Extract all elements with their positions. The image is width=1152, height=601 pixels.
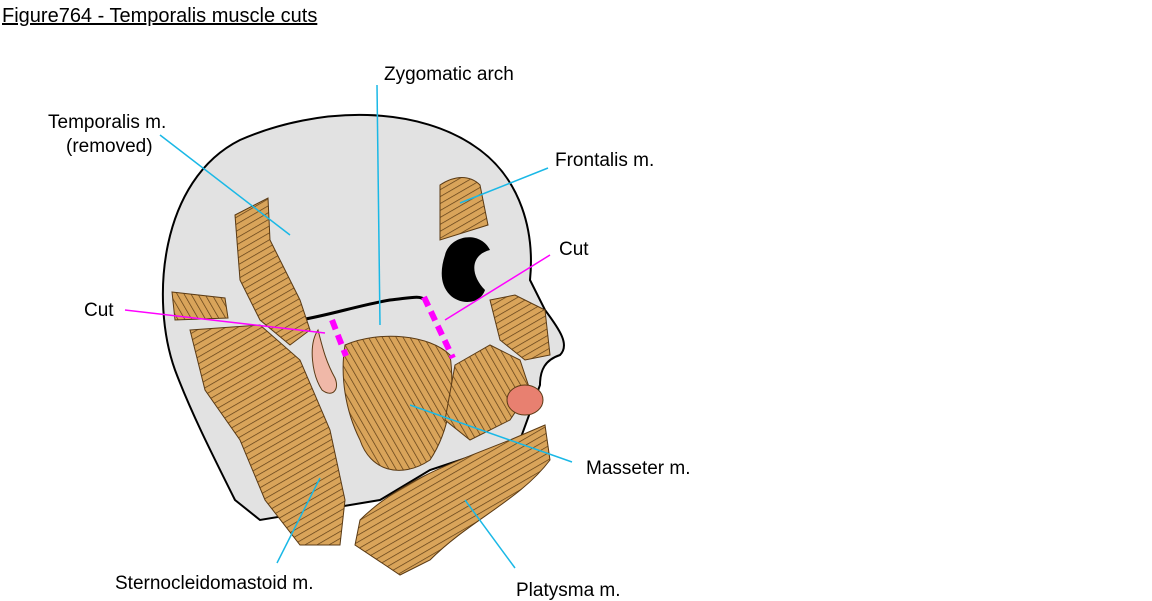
label-sternocleidomastoid: Sternocleidomastoid m. — [115, 573, 314, 594]
leader-platysma — [464, 499, 516, 569]
label-zygomatic-arch: Zygomatic arch — [384, 64, 514, 85]
leader-temporalis — [159, 134, 291, 236]
temporalis-remnant — [234, 197, 311, 346]
label-temporalis-removed: (removed) — [66, 136, 153, 157]
label-cut-left: Cut — [84, 300, 114, 321]
lips — [506, 384, 544, 416]
leader-frontalis — [459, 167, 549, 204]
figure-title: Figure764 - Temporalis muscle cuts — [2, 5, 318, 27]
occipital-muscle — [171, 291, 229, 321]
label-cut-right: Cut — [559, 239, 589, 260]
label-temporalis: Temporalis m. — [48, 112, 166, 133]
leader-sternocleidomastoid — [276, 477, 321, 564]
ear — [311, 328, 337, 394]
label-platysma: Platysma m. — [516, 580, 621, 601]
sternocleidomastoid-muscle — [189, 324, 346, 546]
cut-line-left — [329, 318, 349, 358]
leader-cut-left — [124, 309, 326, 334]
masseter-muscle — [342, 335, 453, 471]
orbit — [441, 237, 490, 302]
cut-line-right — [421, 295, 456, 360]
leader-cut-right — [444, 254, 551, 321]
label-masseter: Masseter m. — [586, 458, 691, 479]
leader-zygomatic — [376, 84, 381, 326]
leader-masseter — [409, 404, 573, 463]
zygomatic-arch-shape — [299, 295, 427, 322]
label-frontalis: Frontalis m. — [555, 150, 654, 171]
nasal-muscles — [489, 294, 551, 361]
frontalis-muscle — [439, 177, 489, 241]
platysma-muscle — [354, 424, 551, 576]
